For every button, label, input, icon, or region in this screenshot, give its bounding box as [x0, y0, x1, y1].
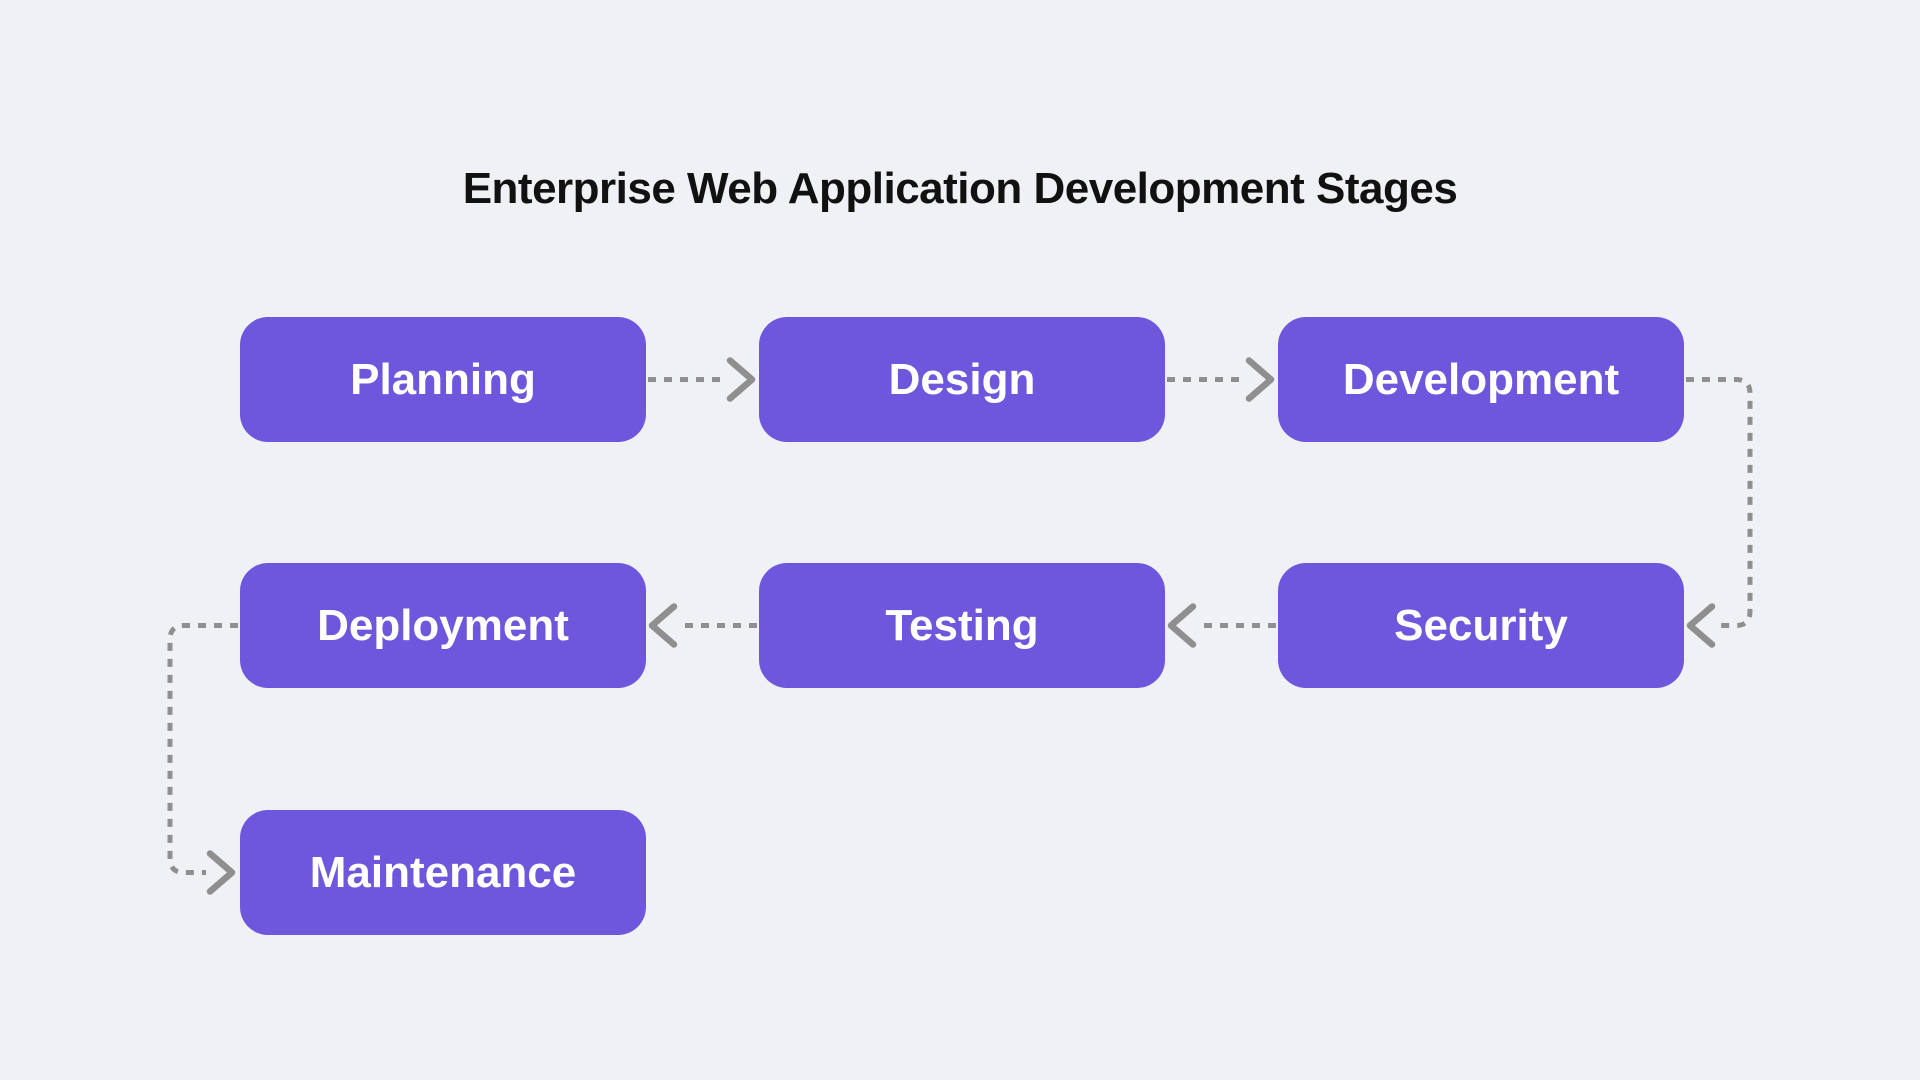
node-maintenance-label: Maintenance	[309, 847, 577, 897]
arrowhead-left-icon	[648, 603, 678, 648]
node-maintenance: Maintenance	[240, 810, 646, 935]
node-development-label: Development	[1342, 354, 1620, 404]
arrowhead-right-icon	[726, 357, 756, 402]
node-design-label: Design	[888, 354, 1036, 404]
arrowhead-right-icon	[206, 850, 236, 895]
node-planning-label: Planning	[350, 354, 536, 404]
node-planning: Planning	[240, 317, 646, 442]
node-testing-label: Testing	[885, 600, 1039, 650]
arrowhead-left-icon	[1167, 603, 1197, 648]
node-development: Development	[1278, 317, 1684, 442]
node-design: Design	[759, 317, 1165, 442]
node-testing: Testing	[759, 563, 1165, 688]
edge-security-testing	[1167, 603, 1276, 648]
edge-planning-design	[648, 357, 756, 402]
node-deployment-label: Deployment	[317, 600, 569, 650]
edge-testing-deployment	[648, 603, 757, 648]
node-deployment: Deployment	[240, 563, 646, 688]
dashed-elbow-line	[167, 623, 238, 875]
edge-design-development	[1167, 357, 1275, 402]
arrowhead-left-icon	[1686, 603, 1716, 648]
edge-development-security	[1686, 377, 1753, 648]
arrowhead-right-icon	[1245, 357, 1275, 402]
node-security: Security	[1278, 563, 1684, 688]
edge-deployment-maintenance	[167, 623, 238, 895]
diagram-title: Enterprise Web Application Development S…	[462, 164, 1458, 213]
node-security-label: Security	[1394, 600, 1568, 650]
dashed-elbow-line	[1686, 377, 1753, 628]
